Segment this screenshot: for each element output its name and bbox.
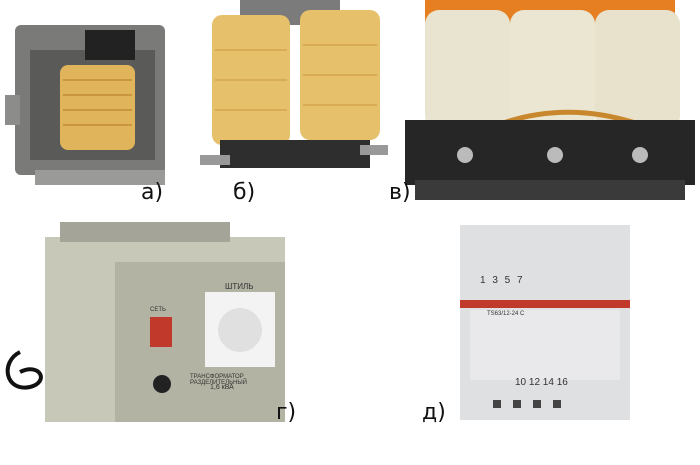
switch-text: СЕТЬ (150, 307, 166, 313)
label-v: в) (389, 180, 411, 205)
bottom-terminals: 10 12 14 16 (515, 377, 568, 388)
transformer-v-photo (405, 0, 695, 205)
transformer-d-photo: 1 3 5 7 TS63/12-24 C 10 12 14 16 (455, 225, 640, 425)
transformer-g-photo: ШТИЛЬ СЕТЬ ТРАНСФОРМАТОР РАЗДЕЛИТЕЛЬНЫЙ … (0, 222, 300, 427)
top-terminals: 1 3 5 7 (480, 275, 525, 286)
label-b: б) (233, 180, 256, 205)
label-a: а) (141, 180, 164, 205)
label-g: г) (276, 400, 297, 425)
rating-text: 1,6 кВА (210, 384, 234, 391)
brand-text: ШТИЛЬ (225, 282, 254, 291)
model-text: TS63/12-24 C (487, 311, 525, 317)
panel-text: ТРАНСФОРМАТОР РАЗДЕЛИТЕЛЬНЫЙ (190, 374, 247, 386)
transformer-a-photo (5, 5, 185, 200)
label-d: д) (422, 400, 446, 425)
transformer-b-photo (200, 0, 390, 200)
